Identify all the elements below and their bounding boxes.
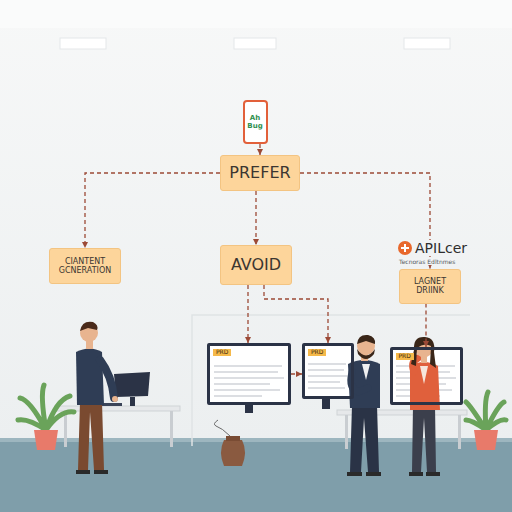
right-plant bbox=[466, 392, 506, 450]
beard bbox=[357, 349, 375, 359]
hand bbox=[112, 396, 118, 402]
logo-subtitle: Tecnoras Edltnmes bbox=[398, 258, 456, 265]
vase-neck bbox=[226, 436, 240, 441]
ceiling-light bbox=[60, 38, 106, 49]
screen-header: PRD bbox=[213, 349, 231, 356]
screen bbox=[207, 343, 291, 405]
shirt bbox=[362, 364, 370, 380]
wall bbox=[0, 0, 512, 440]
computer-screen bbox=[114, 372, 150, 397]
vase-body bbox=[221, 440, 245, 466]
dashed-connector bbox=[264, 285, 328, 343]
dashed-connector bbox=[255, 191, 256, 245]
monitor-stand bbox=[245, 405, 253, 413]
leaves bbox=[18, 385, 74, 430]
vase bbox=[214, 420, 245, 466]
hair bbox=[411, 337, 436, 368]
monitor-stand bbox=[322, 399, 330, 409]
trousers bbox=[78, 402, 104, 470]
monitor-screen: PRD bbox=[302, 343, 354, 399]
twig bbox=[214, 420, 230, 436]
dashed-connector bbox=[300, 173, 430, 269]
node-label: Ah Bug bbox=[247, 114, 263, 130]
leaves bbox=[466, 392, 506, 430]
pot bbox=[474, 430, 498, 450]
desk-leg bbox=[345, 415, 348, 449]
shoes bbox=[76, 470, 108, 474]
desk-leg bbox=[170, 411, 173, 447]
node-label: AVOID bbox=[231, 256, 281, 274]
node-label: CIANTENT GCNERATION bbox=[56, 257, 114, 275]
trousers bbox=[412, 405, 436, 472]
ceiling bbox=[0, 0, 512, 28]
ceiling-lights bbox=[60, 38, 450, 49]
process-box: PREFER bbox=[220, 155, 300, 191]
process-box: AVOID bbox=[220, 245, 292, 285]
process-box: CIANTENT GCNERATION bbox=[49, 248, 121, 284]
computer-stand bbox=[130, 397, 135, 406]
top bbox=[420, 366, 428, 384]
phone-icon: Ah Bug bbox=[243, 100, 268, 144]
ceiling-light bbox=[404, 38, 450, 49]
dashed-connector bbox=[85, 173, 220, 248]
logo-text: APILcer bbox=[414, 240, 468, 256]
shoes bbox=[347, 472, 381, 476]
desk-leg bbox=[64, 411, 67, 447]
left-person bbox=[76, 322, 118, 474]
hair bbox=[357, 335, 375, 344]
ceiling-light bbox=[234, 38, 276, 49]
screen-header: PRD bbox=[308, 349, 326, 356]
monitor-screen: PRD bbox=[207, 343, 291, 405]
arm bbox=[100, 360, 114, 398]
hair bbox=[80, 322, 98, 331]
node-label: PREFER bbox=[229, 164, 290, 182]
logo-icon bbox=[398, 241, 412, 255]
screen-header: PRD bbox=[396, 353, 414, 360]
logo-mark bbox=[401, 244, 409, 252]
desk-leg bbox=[458, 415, 461, 449]
dashed-connector bbox=[291, 373, 302, 374]
dashed-connector bbox=[425, 304, 426, 348]
dashed-connector bbox=[259, 144, 260, 155]
node-label: LAGNET DRIINK bbox=[406, 277, 454, 295]
shoes bbox=[409, 472, 440, 476]
process-box: LAGNET DRIINK bbox=[399, 269, 461, 304]
left-plant bbox=[18, 385, 74, 450]
screen bbox=[302, 343, 354, 399]
trousers bbox=[350, 405, 379, 472]
dashed-connector bbox=[247, 285, 248, 343]
monitor-screen: PRD bbox=[390, 347, 463, 405]
pot bbox=[34, 430, 58, 450]
